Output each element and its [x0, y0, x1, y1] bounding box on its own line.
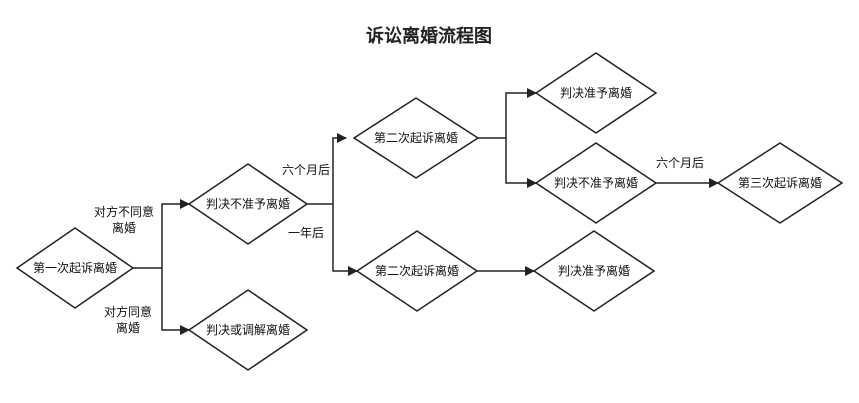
diamond-shape: [355, 230, 479, 312]
node-granted-b: 判决准予离婚: [532, 230, 656, 312]
node-label: 判决准予离婚: [558, 263, 630, 278]
node-granted-a: 判决准予离婚: [534, 52, 658, 134]
edge-split-to-mediation: [161, 268, 190, 335]
label-one-year: 一年后: [288, 226, 324, 240]
node-second-filing-a: 第二次起诉离婚: [352, 97, 480, 179]
label-agree-line2: 离婚: [116, 320, 140, 335]
node-label: 第二次起诉离婚: [375, 263, 459, 278]
node-label: 第三次起诉离婚: [738, 175, 822, 190]
label-disagree-line2: 离婚: [112, 220, 136, 235]
edge-split-to-not-granted: [161, 199, 190, 268]
diamond-shape: [532, 230, 656, 312]
label-six-months: 六个月后: [282, 163, 330, 177]
diamond-shape: [534, 142, 658, 224]
label-six-months-2: 六个月后: [656, 156, 704, 170]
node-third-filing: 第三次起诉离婚: [716, 142, 844, 224]
edge-labels: 对方不同意 离婚 对方同意 离婚 六个月后 一年后 六个月后: [94, 156, 704, 335]
node-judgment-not-granted: 判决不准予离婚: [187, 163, 309, 245]
node-label: 第一次起诉离婚: [33, 260, 117, 275]
node-label: 判决不准予离婚: [206, 196, 290, 211]
diamond-shape: [15, 227, 135, 309]
label-agree-line1: 对方同意: [104, 304, 152, 319]
edge-split-to-not-granted-again: [505, 138, 537, 188]
node-label: 判决或调解离婚: [206, 322, 290, 337]
edge-split-to-second-a: [332, 133, 347, 204]
node-label: 判决准予离婚: [560, 85, 632, 100]
diamond-shape: [187, 163, 309, 245]
node-judgment-or-mediation: 判决或调解离婚: [187, 289, 309, 371]
node-not-granted-again: 判决不准予离婚: [534, 142, 658, 224]
node-first-filing: 第一次起诉离婚: [15, 227, 135, 309]
node-label: 判决不准予离婚: [554, 175, 638, 190]
edge-split-to-granted-a: [505, 88, 537, 138]
node-label: 第二次起诉离婚: [374, 130, 458, 145]
diamond-shape: [716, 142, 844, 224]
diagram-title: 诉讼离婚流程图: [366, 25, 492, 47]
diamond-shape: [534, 52, 658, 134]
diamond-shape: [352, 97, 480, 179]
edges: [133, 88, 719, 335]
node-second-filing-b: 第二次起诉离婚: [355, 230, 479, 312]
diamond-shape: [187, 289, 309, 371]
edge-split-to-second-b: [332, 204, 358, 276]
label-disagree-line1: 对方不同意: [94, 204, 154, 219]
